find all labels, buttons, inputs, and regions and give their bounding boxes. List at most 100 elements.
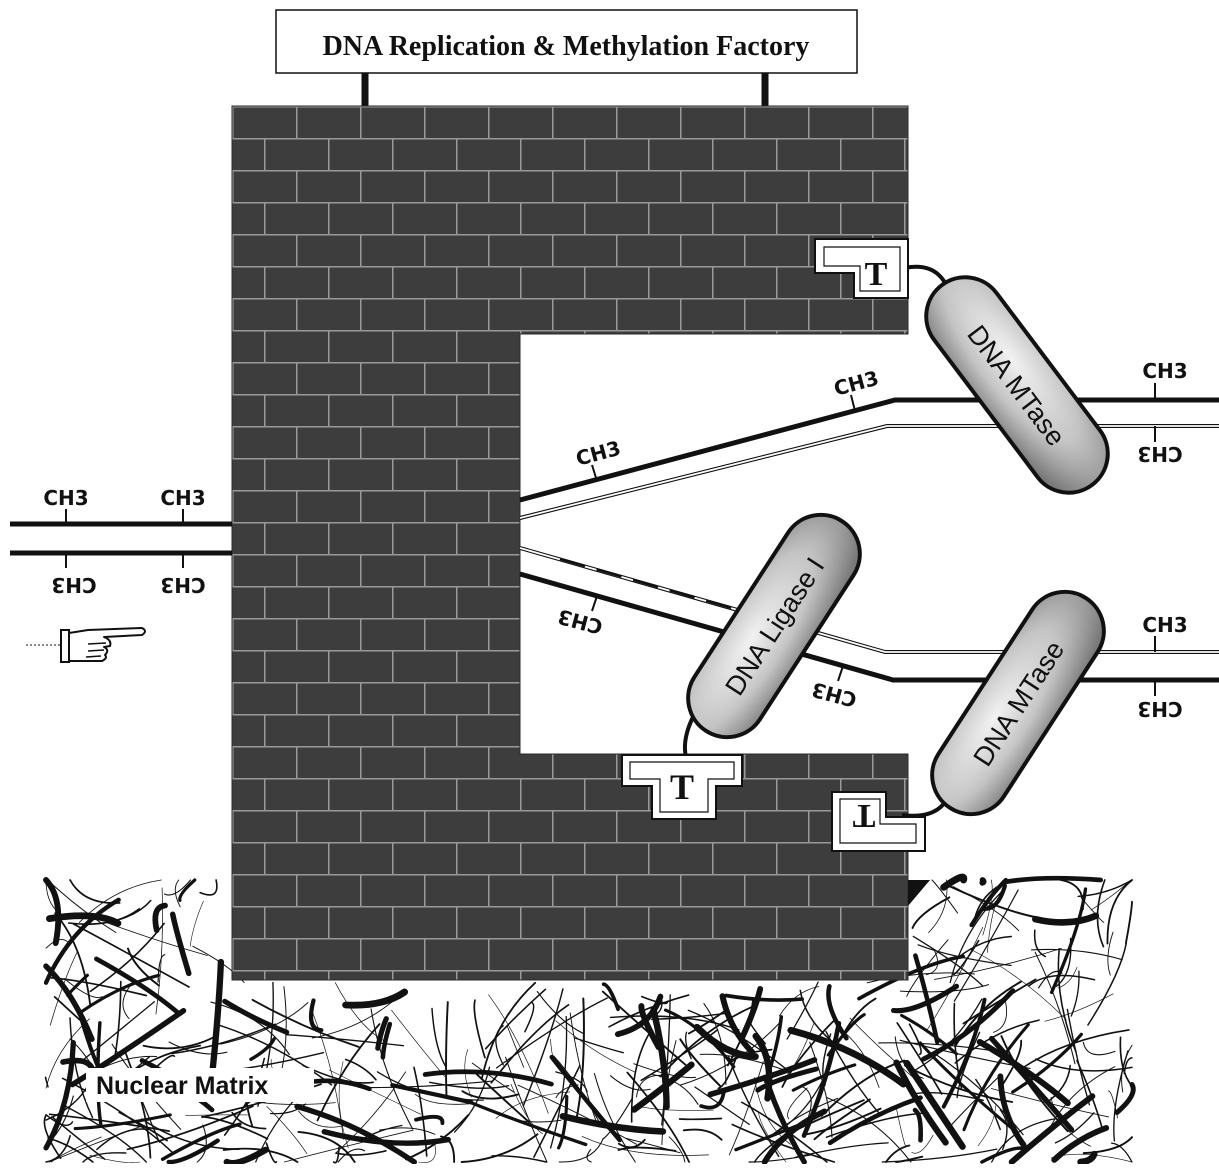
matrix-fiber	[45, 1134, 71, 1163]
matrix-fiber	[608, 994, 690, 1028]
matrix-fiber	[132, 1044, 202, 1072]
matrix-fiber	[555, 1020, 636, 1073]
methyl-label: CH3	[1137, 442, 1182, 466]
matrix-fiber	[223, 1146, 269, 1167]
matrix-fiber	[222, 998, 290, 1035]
matrix-fiber	[913, 953, 940, 1045]
matrix-fiber	[626, 1071, 690, 1163]
matrix-fiber	[912, 1107, 924, 1143]
matrix-fiber	[328, 1069, 421, 1115]
tether-anchor-middle: T	[621, 754, 743, 820]
matrix-fiber	[63, 978, 103, 998]
matrix-fiber	[461, 1090, 520, 1100]
matrix-fiber	[609, 1075, 651, 1091]
matrix-fiber	[1047, 1066, 1116, 1132]
matrix-fiber	[118, 1111, 168, 1142]
matrix-fiber	[199, 879, 218, 896]
matrix-fiber	[414, 1093, 475, 1105]
matrix-fiber	[1106, 879, 1133, 945]
lower-parental-strand	[519, 571, 1219, 683]
matrix-fiber	[953, 889, 1019, 1002]
matrix-fiber	[893, 1059, 949, 1146]
matrix-fiber	[495, 1025, 504, 1066]
matrix-fiber	[1034, 951, 1076, 1065]
matrix-fiber	[1001, 1039, 1023, 1086]
matrix-fiber	[174, 879, 181, 908]
matrix-fiber	[699, 1090, 726, 1110]
matrix-fiber	[794, 1142, 889, 1158]
matrix-fiber	[163, 879, 192, 896]
matrix-fiber	[45, 879, 69, 919]
methyl-label: CH3	[555, 604, 605, 639]
matrix-fiber	[857, 954, 965, 1001]
matrix-fiber	[178, 878, 197, 903]
methyl-label: CH3	[160, 486, 205, 510]
title-sign	[275, 9, 858, 74]
matrix-fiber	[557, 1095, 569, 1150]
matrix-fiber	[155, 887, 163, 1015]
matrix-fiber	[601, 990, 689, 1068]
matrix-fiber	[201, 1115, 269, 1140]
matrix-fiber	[956, 1031, 981, 1099]
matrix-fiber	[1045, 1064, 1071, 1104]
matrix-fiber	[766, 1084, 807, 1165]
matrix-fiber	[1011, 1032, 1083, 1094]
matrix-label-backdrop	[86, 1068, 314, 1102]
matrix-fiber	[297, 1130, 356, 1163]
matrix-fiber	[1107, 1090, 1118, 1119]
matrix-fiber	[825, 1030, 882, 1117]
matrix-fiber	[342, 988, 409, 1009]
wall-shadow-corner	[908, 880, 930, 906]
matrix-fiber	[1060, 879, 1084, 911]
matrix-fiber	[480, 981, 537, 1080]
matrix-fiber	[222, 1147, 299, 1163]
matrix-fiber	[464, 1049, 472, 1098]
matrix-fiber	[748, 1154, 813, 1163]
matrix-fiber	[956, 935, 1013, 959]
matrix-label: Nuclear Matrix	[96, 1072, 268, 1100]
matrix-fiber	[1008, 1093, 1096, 1165]
matrix-fiber	[977, 1105, 996, 1147]
matrix-fiber	[911, 896, 951, 929]
matrix-fiber	[370, 1008, 414, 1130]
matrix-fiber	[220, 1002, 309, 1045]
methyl-label: CH3	[1142, 359, 1187, 383]
matrix-fiber	[1027, 974, 1096, 987]
matrix-fiber	[82, 1152, 127, 1163]
matrix-fiber	[1082, 1041, 1116, 1056]
matrix-fiber	[82, 899, 152, 926]
matrix-fiber	[719, 993, 756, 1056]
matrix-fiber	[334, 982, 384, 1041]
matrix-fiber	[505, 1056, 548, 1163]
matrix-fiber	[801, 1020, 842, 1138]
matrix-fiber	[1113, 1050, 1129, 1142]
matrix-fiber	[896, 1022, 943, 1095]
matrix-fiber	[1070, 970, 1080, 1017]
matrix-fiber	[962, 978, 1037, 1025]
dna-mtase-top: DNA MTase	[924, 275, 1110, 495]
matrix-fiber	[208, 958, 225, 1079]
matrix-fiber	[157, 954, 166, 983]
matrix-fiber	[555, 1084, 579, 1099]
matrix-fiber	[781, 1019, 836, 1088]
matrix-fiber	[127, 947, 160, 987]
matrix-fiber	[484, 988, 547, 1050]
matrix-fiber	[976, 1038, 1071, 1107]
matrix-fiber	[881, 1148, 998, 1163]
matrix-fiber	[510, 1083, 543, 1135]
matrix-fiber	[895, 1107, 906, 1147]
matrix-fiber	[763, 1015, 784, 1084]
matrix-fiber	[316, 1023, 381, 1122]
matrix-fiber	[933, 1052, 1024, 1136]
matrix-fiber	[1066, 1008, 1091, 1106]
okazaki-gap	[559, 557, 761, 618]
matrix-fiber	[786, 981, 819, 1040]
matrix-fiber	[825, 1112, 929, 1138]
matrix-fiber	[69, 879, 121, 904]
matrix-fiber	[375, 1016, 389, 1051]
matrix-fiber	[251, 998, 360, 1048]
matrix-fiber	[982, 879, 993, 936]
matrix-fiber	[906, 939, 949, 997]
matrix-fiber	[980, 883, 1007, 911]
matrix-fiber	[391, 1009, 446, 1077]
